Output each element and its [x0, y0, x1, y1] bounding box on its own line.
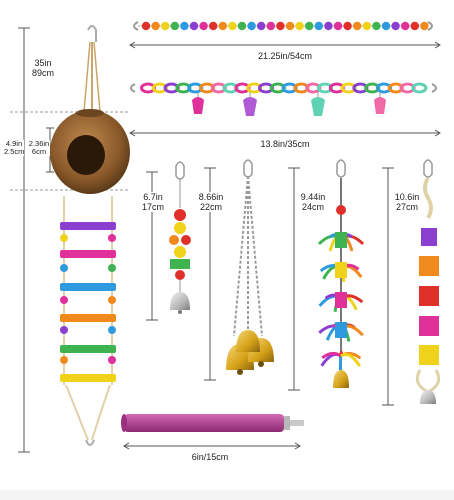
coconut-hut-with-ladder [50, 25, 130, 446]
rope-knot-toy-label: 9.44in 24cm [298, 192, 328, 212]
bead [381, 21, 391, 31]
ladder-rung [60, 374, 116, 382]
charm [311, 92, 325, 116]
silver-bell [170, 292, 190, 310]
bell-bead-toy-in: 6.7in [143, 192, 163, 202]
bead-chain-beads [141, 21, 429, 31]
rope-knot-toy-in: 9.44in [300, 192, 326, 202]
rope-knot-toy-cm: 24cm [301, 202, 324, 212]
bead [362, 21, 371, 31]
gold-bell [333, 370, 349, 388]
bead [420, 21, 429, 31]
bell-bead-toy [169, 161, 191, 314]
acrylic-charms [192, 92, 386, 116]
acrylic-links [140, 82, 428, 94]
wood-block-toy [415, 159, 441, 404]
gold-bell [236, 330, 260, 352]
bead [237, 21, 247, 31]
bead [401, 21, 410, 31]
bell-bead-toy-cm: 17cm [141, 202, 164, 212]
bell-chain-toy-in: 8.66in [198, 192, 224, 202]
swing-chain-label: 13.8in/35cm [250, 139, 320, 149]
wood-block [419, 256, 439, 276]
wood-block-toy-label: 10.6in 27cm [392, 192, 422, 212]
bead [199, 21, 208, 31]
ladder-length-in: 35in [34, 58, 52, 68]
perch-rod [124, 414, 284, 432]
ladder-rung [60, 283, 116, 291]
rope-knot-toy [317, 159, 365, 388]
perch-label: 6in/15cm [180, 452, 240, 462]
bell-chain-toy-label: 8.66in 22cm [196, 192, 226, 212]
bead [276, 21, 285, 31]
charm [243, 92, 257, 116]
ladder-length-cm: 89cm [31, 68, 54, 78]
standing-perch [121, 414, 304, 432]
bead [295, 21, 304, 31]
wood-block [419, 316, 439, 336]
charm [374, 92, 386, 114]
wood-block [419, 286, 439, 306]
bead [257, 21, 266, 31]
ladder-rung [60, 314, 116, 322]
acrylic-link [411, 82, 428, 94]
bell-bead-toy-label: 6.7in 17cm [139, 192, 167, 212]
bead [391, 21, 400, 31]
bead [228, 21, 237, 31]
wood-block-toy-in: 10.6in [394, 192, 420, 202]
ladder-rung [60, 222, 116, 230]
bead-chain-label: 21.25in/54cm [250, 51, 320, 61]
bead [180, 21, 189, 31]
bell-chain-toy [226, 159, 274, 375]
bead [305, 21, 314, 31]
bead [353, 21, 362, 31]
bead [218, 21, 227, 31]
ladder-rung [60, 345, 116, 353]
bead [314, 21, 323, 31]
bead [151, 21, 160, 31]
rope-strand [340, 352, 361, 368]
bead [141, 21, 151, 31]
bead [247, 21, 256, 31]
bead [209, 21, 218, 31]
ladder-length-label: 35in 89cm [28, 58, 58, 78]
bead [266, 21, 275, 31]
bell-chain-toy-cm: 22cm [199, 202, 222, 212]
coconut-opening-label: 2.36in 6cm [28, 140, 50, 156]
bead [285, 21, 295, 31]
ladder-rung [60, 250, 116, 258]
bead [333, 21, 343, 31]
coconut-height-cm: 2.5cm [4, 147, 25, 156]
bottom-strip [0, 490, 454, 500]
bead [161, 21, 170, 31]
charm [192, 92, 204, 114]
silver-bell [420, 390, 436, 404]
bead [189, 21, 199, 31]
coconut-height-label: 4.9in 2.5cm [4, 140, 24, 156]
bead [324, 21, 333, 31]
wood-block [419, 345, 439, 365]
bead [343, 21, 352, 31]
wood-block [421, 228, 437, 246]
acrylic-link-chain [130, 83, 437, 93]
bead [410, 21, 419, 31]
bead [372, 21, 381, 31]
bead [170, 21, 179, 31]
rope-strand [338, 353, 343, 371]
coconut-entrance [67, 135, 105, 175]
wood-block-toy-cm: 27cm [395, 202, 418, 212]
ladder-beads [60, 234, 116, 364]
coconut-opening-in: 2.36in [28, 139, 50, 148]
coconut-height-in: 4.9in [5, 139, 23, 148]
coconut-opening-cm: 6cm [31, 147, 47, 156]
